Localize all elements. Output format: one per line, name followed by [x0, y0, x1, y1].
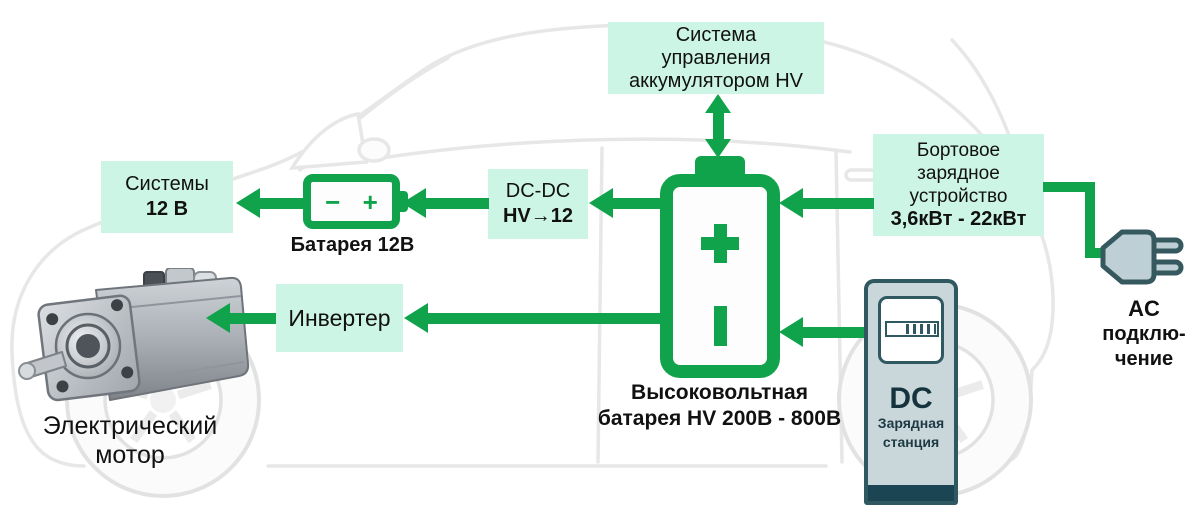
hv-battery-label-line2: батарея HV 200В - 800В	[597, 407, 842, 430]
bms-line: аккумулятором HV	[628, 69, 804, 92]
charger-plug-connector	[1085, 182, 1095, 258]
systems-12v-box: Системы 12 В	[101, 161, 233, 233]
inverter-box: Инвертер	[276, 284, 403, 352]
hv-battery-body	[660, 174, 780, 378]
station-charge-gauge-icon	[885, 321, 939, 337]
arrow-shaft	[258, 197, 304, 209]
arrow-head-down	[705, 139, 731, 158]
hv-battery-minus-symbol	[713, 306, 727, 346]
arrow-charger-to-hvbattery	[779, 188, 874, 218]
arrow-shaft	[801, 197, 874, 209]
charger-power-rating: 3,6кВт - 22кВт	[890, 208, 1027, 230]
onboard-charger-box: Бортовое зарядное устройство 3,6кВт - 22…	[873, 134, 1044, 236]
arrow-head-up	[705, 94, 731, 113]
ac-label-line3: чение	[1114, 348, 1174, 370]
systems-12v-line2: 12 В	[145, 198, 189, 220]
arrow-head	[206, 303, 230, 333]
hv-battery-label: Высоковольтная батарея HV 200В - 800В	[592, 380, 847, 432]
arrow-hvbattery-to-inverter	[404, 303, 661, 333]
charger-plug-connector	[1085, 248, 1107, 258]
arrow-inverter-to-motor	[206, 303, 276, 333]
charger-plug-connector	[1043, 182, 1095, 192]
arrow-shaft	[801, 326, 864, 338]
electric-motor-image	[18, 268, 250, 402]
arrow-head	[589, 188, 613, 218]
motor-label: Электрический мотор	[42, 412, 218, 469]
battery-12v-label: Батарея 12В	[290, 234, 415, 256]
arrow-shaft	[712, 113, 724, 139]
arrow-head	[404, 303, 428, 333]
station-label-line2: станция	[882, 434, 940, 450]
hv-battery-label-line1: Высоковольтная	[631, 381, 808, 404]
dcdc-converter-box: DC-DC HV→12	[488, 169, 588, 239]
arrow-battery12-to-systems	[236, 188, 304, 218]
arrow-shaft	[611, 197, 661, 209]
hv-battery-icon	[660, 156, 780, 378]
arrow-hvbattery-to-dcdc	[589, 188, 661, 218]
bms-battery-double-arrow-icon	[701, 94, 735, 158]
arrow-shaft	[424, 197, 489, 209]
arrow-shaft	[426, 312, 661, 324]
arrow-shaft	[228, 312, 276, 324]
battery-12v-body: − +	[303, 174, 400, 229]
station-dc-title: DC	[889, 382, 933, 415]
station-screen	[878, 296, 944, 364]
arrow-head	[779, 188, 803, 218]
charger-line2: зарядное	[917, 163, 1000, 184]
charger-line3: устройство	[909, 186, 1008, 207]
ac-plug-icon	[1100, 229, 1184, 285]
ac-connection-label: AC подклю- чение	[1096, 296, 1192, 372]
hv-battery-plus-symbol	[713, 224, 727, 263]
dcdc-line2: HV→12	[502, 205, 574, 227]
ac-label-line2: подклю-	[1102, 323, 1186, 345]
ac-label-line1: AC	[1128, 296, 1160, 321]
dcdc-line1: DC-DC	[505, 180, 571, 202]
battery-12v-icon: − +	[303, 174, 408, 229]
station-label-line1: Зарядная	[877, 415, 945, 431]
bms-line: управления	[661, 46, 771, 69]
bms-line: Система	[675, 23, 757, 46]
systems-12v-line1: Системы	[125, 173, 209, 195]
charger-line1: Бортовое	[916, 140, 1001, 161]
inverter-label: Инвертер	[288, 304, 391, 331]
arrow-head	[236, 188, 260, 218]
arrow-station-to-hvbattery	[779, 317, 864, 347]
bms-box: Система управления аккумулятором HV	[608, 22, 824, 94]
arrow-head	[779, 317, 803, 347]
arrow-head	[402, 188, 426, 218]
arrow-dcdc-to-battery12	[402, 188, 489, 218]
station-base	[868, 485, 954, 501]
dc-charging-station: DC Зарядная станция	[864, 279, 958, 505]
gauge-segments	[906, 324, 936, 334]
